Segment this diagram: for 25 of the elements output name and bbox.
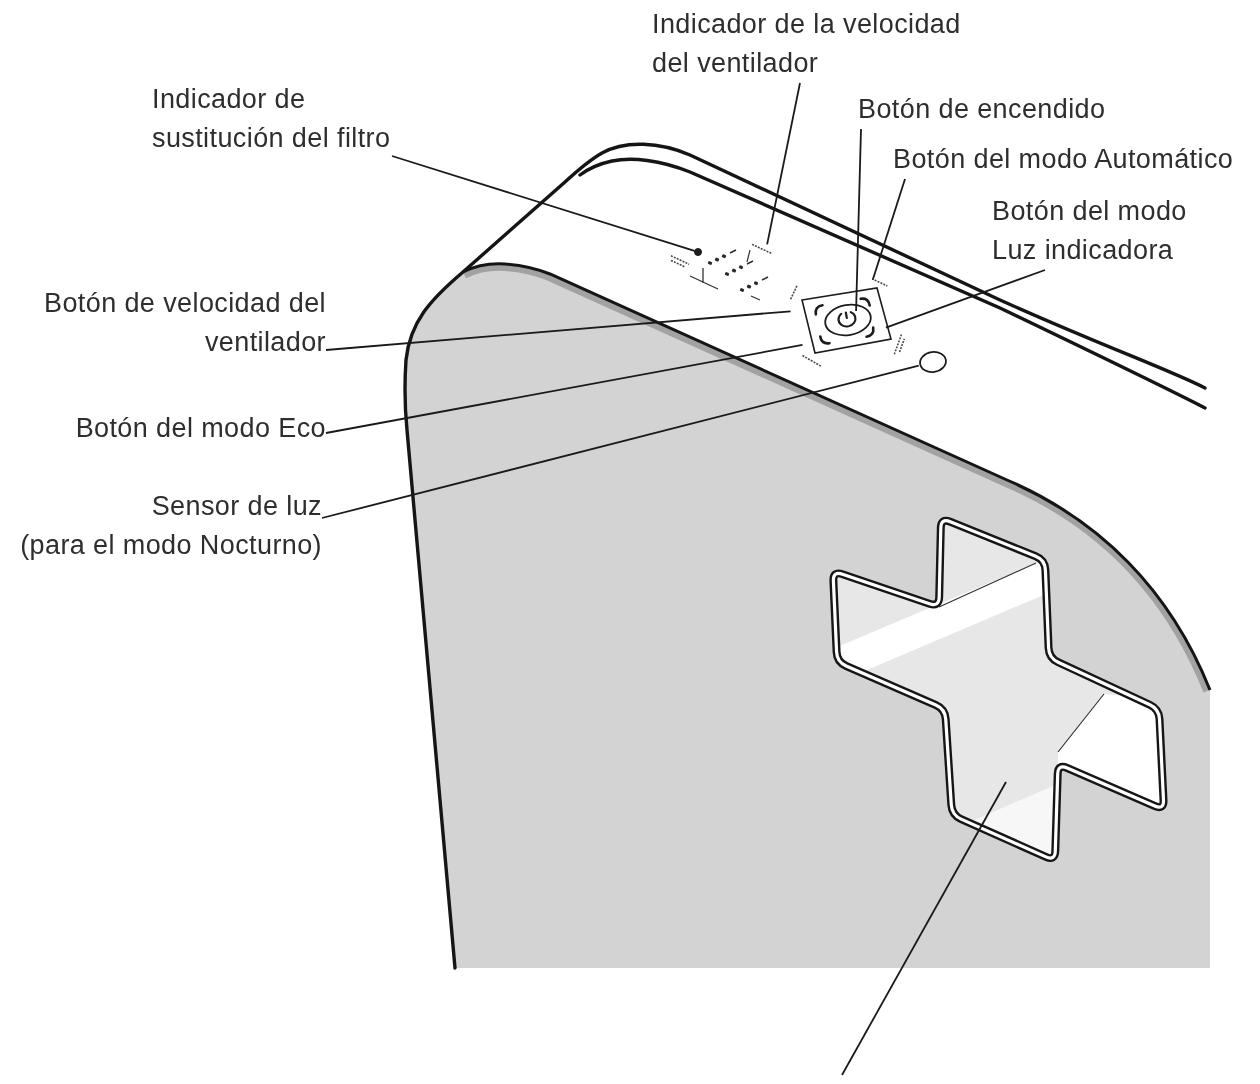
leader-line bbox=[325, 344, 804, 434]
power-symbol bbox=[837, 311, 857, 328]
leader-line bbox=[871, 178, 906, 281]
button-marking bbox=[801, 335, 831, 368]
callout-label: Indicador de sustitución del filtro bbox=[152, 80, 392, 158]
button-marking bbox=[789, 283, 824, 316]
indicator-light bbox=[694, 248, 702, 256]
leader-line bbox=[321, 364, 920, 519]
speed-indicator-lights bbox=[707, 243, 773, 301]
leader-line bbox=[841, 781, 1007, 1076]
callout-label: Sensor de luz (para el modo Nocturno) bbox=[19, 487, 322, 565]
callout-label: Botón del modo Luz indicadora bbox=[992, 192, 1188, 270]
callout-label: Botón de velocidad del ventilador bbox=[42, 284, 326, 362]
light-sensor bbox=[919, 351, 947, 373]
leader-line bbox=[855, 128, 862, 312]
callout-label: Botón del modo Eco bbox=[74, 409, 326, 448]
callout-label: Botón de encendido bbox=[858, 90, 1107, 129]
button-marking bbox=[865, 326, 906, 356]
leader-line bbox=[885, 269, 1046, 329]
callout-label: Botón del modo Automático bbox=[893, 140, 1235, 179]
button-marking bbox=[859, 279, 889, 307]
leader-line bbox=[391, 155, 696, 252]
callout-label: Indicador de la velocidad del ventilador bbox=[652, 5, 962, 83]
cross-recess bbox=[829, 516, 1168, 863]
leader-line bbox=[325, 310, 792, 351]
